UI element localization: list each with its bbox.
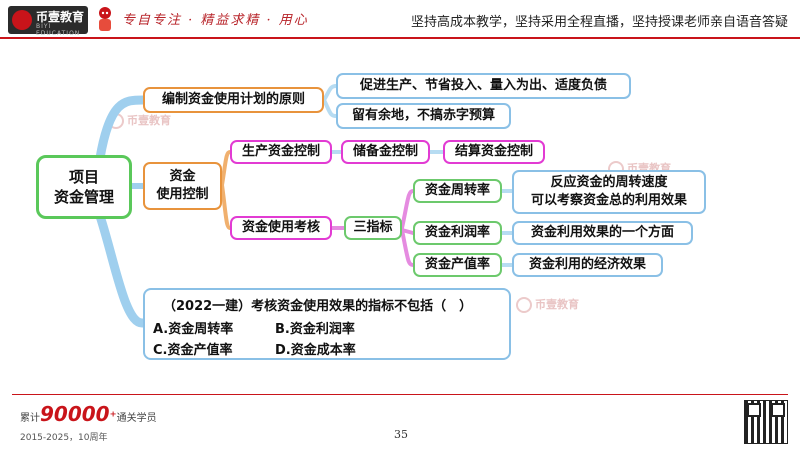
usage-control-line-1: 资金 <box>169 169 196 185</box>
header-tagline: 坚持高成本教学，坚持采用全程直播，坚持授课老师亲自语音答疑 <box>410 15 788 30</box>
exam-question-box: （2022一建）考核资金使用效果的指标不包括（ ） A.资金周转率 B.资金利润… <box>143 288 511 360</box>
slogan-script: 专自专注 · 精益求精 · 用心 <box>122 13 309 28</box>
reserve-fund-control: 储备金控制 <box>341 140 430 164</box>
watermark: 币壹教育 <box>516 296 579 313</box>
connector-principle-2 <box>322 98 338 118</box>
qr-code-icon <box>744 400 788 444</box>
count-prefix: 累计 <box>20 413 40 424</box>
indicator-profit: 资金利润率 <box>413 221 502 245</box>
connector-root-question <box>95 211 148 328</box>
indicator-output-desc: 资金利用的经济效果 <box>512 253 663 277</box>
turnover-desc-line-1: 反应资金的周转速度 <box>550 175 668 191</box>
principle-node: 编制资金使用计划的原则 <box>143 87 324 113</box>
watermark-logo-icon <box>516 297 532 313</box>
count-plus: + <box>109 408 117 419</box>
logo-text: 币壹教育 <box>36 10 85 24</box>
connector-principle-1 <box>322 84 338 102</box>
indicator-output: 资金产值率 <box>413 253 502 277</box>
count-suffix: 通关学员 <box>116 413 157 424</box>
usage-control-node: 资金 使用控制 <box>143 162 222 210</box>
production-capital-control: 生产资金控制 <box>230 140 332 164</box>
header: 币壹教育 BIYI EDUCATION 专自专注 · 精益求精 · 用心 坚持高… <box>0 0 800 38</box>
usage-assessment-node: 资金使用考核 <box>230 216 332 240</box>
indicator-turnover: 资金周转率 <box>413 179 502 203</box>
principle-item-1: 促进生产、节省投入、量入为出、适度负债 <box>336 73 631 99</box>
question-title: （2022一建）考核资金使用效果的指标不包括（ ） <box>163 299 473 314</box>
settlement-fund-control: 结算资金控制 <box>443 140 545 164</box>
option-a: A.资金周转率 <box>153 322 234 337</box>
indicator-turnover-desc: 反应资金的周转速度 可以考察资金总的利用效果 <box>512 170 706 214</box>
brand-logo: 币壹教育 BIYI EDUCATION <box>8 6 88 37</box>
footer-divider <box>12 394 788 395</box>
root-line-2: 资金管理 <box>53 188 114 206</box>
option-c: C.资金产值率 <box>153 343 233 358</box>
root-node: 项目 资金管理 <box>36 155 132 219</box>
connector-three-turnover <box>400 189 415 230</box>
connector-root-principle <box>95 95 148 163</box>
indicator-profit-desc: 资金利用效果的一个方面 <box>512 221 693 245</box>
mascot-icon <box>99 7 111 31</box>
page-number: 35 <box>394 428 408 441</box>
count-number: 90000 <box>40 402 110 426</box>
principle-item-2: 留有余地，不搞赤字预算 <box>336 103 511 129</box>
connector-control-assessment <box>220 183 232 230</box>
header-divider <box>0 37 800 39</box>
turnover-desc-line-2: 可以考察资金总的利用效果 <box>530 193 687 208</box>
student-count: 累计90000+通关学员 <box>20 402 157 426</box>
connector-control-production <box>220 150 232 187</box>
three-indicators-node: 三指标 <box>344 216 402 240</box>
logo-subtext: BIYI EDUCATION <box>36 23 81 37</box>
logo-mark-icon <box>12 10 32 30</box>
root-line-1: 项目 <box>68 167 99 186</box>
option-b: B.资金利润率 <box>275 322 355 337</box>
connector-three-output <box>400 228 415 267</box>
usage-control-line-2: 使用控制 <box>156 187 209 202</box>
option-d: D.资金成本率 <box>275 343 356 358</box>
anniversary-text: 2015-2025，10周年 <box>20 433 108 443</box>
